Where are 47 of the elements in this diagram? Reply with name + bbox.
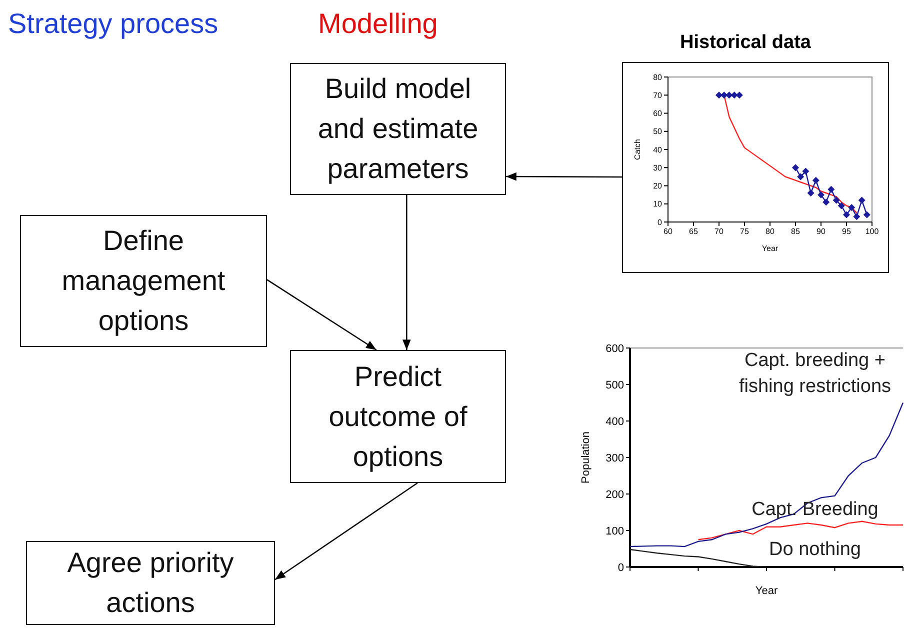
tick-label: 100 — [865, 227, 879, 236]
box-text: Build model and estimate parameters — [316, 72, 480, 186]
tick-label: 10 — [653, 200, 662, 209]
tick-label: 400 — [606, 416, 624, 428]
chart-title: Historical data — [679, 32, 812, 54]
axis-title: Year — [762, 244, 778, 253]
arrow — [266, 279, 377, 351]
axis-title: Catch — [633, 139, 642, 160]
tick-label: 60 — [653, 109, 662, 118]
series-label: Do nothing — [768, 538, 862, 562]
box-text: Predict outcome of options — [328, 360, 468, 474]
tick-label: 85 — [791, 227, 800, 236]
tick-label: 300 — [606, 452, 624, 464]
tick-label: 60 — [664, 227, 672, 236]
tick-label: 90 — [816, 227, 826, 236]
box-text: Agree priority actions — [66, 546, 235, 620]
heading-text: Strategy process — [8, 8, 218, 40]
tick-label: 70 — [653, 90, 662, 100]
tick-label: 50 — [653, 127, 662, 136]
axis-title: Year — [755, 585, 778, 597]
arrow — [402, 195, 411, 350]
process-box — [20, 215, 267, 347]
tick-label: 200 — [606, 488, 624, 501]
process-box — [290, 350, 506, 483]
tick-label: 0 — [658, 218, 662, 227]
tick-label: 0 — [618, 562, 624, 574]
tick-label: 80 — [766, 227, 774, 236]
heading-text: Modelling — [318, 8, 438, 40]
box-text: Define management options — [60, 224, 226, 338]
axis-title: Population — [580, 432, 592, 484]
tick-label: 75 — [740, 227, 749, 236]
process-box — [26, 541, 275, 625]
series-label: Capt. Breeding — [750, 498, 880, 522]
tick-label: 500 — [606, 379, 624, 392]
series-label: Capt. breeding + fishing restrictions — [738, 349, 892, 399]
tick-label: 40 — [653, 145, 662, 154]
tick-label: 70 — [714, 227, 724, 236]
arrow — [274, 482, 418, 580]
arrow — [506, 172, 622, 181]
tick-label: 95 — [842, 227, 851, 236]
tick-label: 80 — [653, 72, 662, 82]
tick-label: 30 — [653, 163, 662, 172]
tick-label: 65 — [689, 227, 698, 236]
tick-label: 600 — [606, 342, 624, 355]
tick-label: 20 — [653, 182, 662, 191]
process-box — [290, 63, 506, 195]
tick-label: 100 — [606, 525, 624, 538]
